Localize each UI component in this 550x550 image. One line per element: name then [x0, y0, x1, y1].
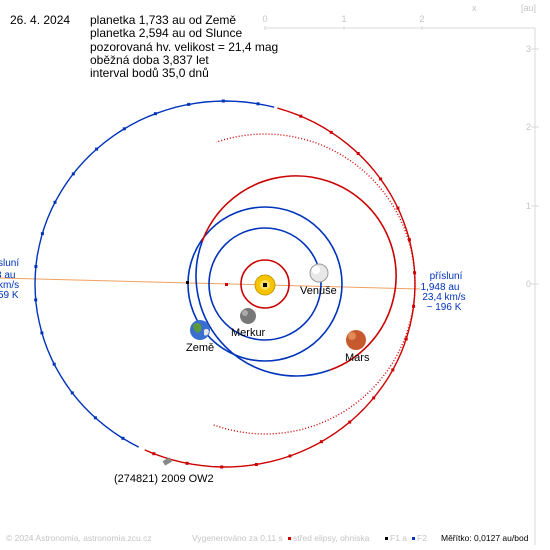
orbit-point-marker — [299, 114, 303, 118]
focus-f2-marker-icon — [412, 536, 415, 540]
orbit-point-marker — [412, 304, 416, 308]
perihelion-distance: 1,948 au — [421, 282, 460, 293]
coordinate-frame — [264, 26, 539, 545]
focus-f1-marker-icon — [385, 536, 388, 540]
orbit-point-marker — [348, 420, 352, 424]
earth-label: Země — [186, 342, 214, 354]
x-tick-label: 0 — [262, 14, 267, 24]
earth-distance-line: planetka 1,733 au od Země — [90, 13, 237, 27]
aphelion-temperature: 59 K — [0, 290, 19, 301]
orbit-point-marker — [356, 152, 360, 155]
y-tick-label: 3 — [526, 44, 531, 54]
x-axis-label: x — [472, 3, 477, 13]
orbit-point-marker — [187, 102, 191, 106]
orbit-point-marker — [221, 99, 225, 103]
mars-orbit-arc-inner — [195, 241, 331, 377]
orbit-point-marker — [413, 271, 417, 275]
center-marker-icon — [288, 536, 291, 540]
legend-center-label: střed elipsy, ohniska — [293, 533, 370, 543]
orbit-point-marker — [319, 440, 323, 444]
y-tick-label: 0 — [526, 279, 531, 289]
scale-text: Měřítko: 0,0127 au/bod — [441, 533, 529, 543]
perihelion-speed: 23,4 km/s — [422, 292, 465, 303]
aphelion-title: sluní — [0, 258, 19, 269]
mercury-orbit — [240, 259, 290, 309]
orbit-point-marker — [396, 206, 400, 210]
orbit-point-marker — [70, 391, 74, 395]
venus-label: Venuše — [300, 285, 337, 297]
y-tick-label: 2 — [526, 122, 531, 132]
orbit-point-marker — [372, 396, 376, 400]
asteroid-orbit-solid-red — [144, 107, 416, 468]
orbit-point-marker — [152, 452, 156, 456]
generated-time-text: Vygenerováno za 0,11 s — [192, 533, 283, 543]
y-axis-label: [au] — [521, 3, 536, 13]
earth-icon — [190, 320, 210, 340]
orbit-point-marker — [93, 416, 97, 420]
perihelion-temperature: ~ 196 K — [427, 302, 462, 313]
mars-orbit-arc-outer — [201, 175, 397, 371]
asteroid-label: (274821) 2009 OW2 — [114, 473, 214, 485]
asteroid-icon — [162, 457, 172, 466]
mercury-icon — [240, 308, 256, 324]
sun-icon — [254, 274, 276, 296]
legend-f1-label: F1 a — [390, 533, 408, 543]
orbit-point-marker — [329, 130, 333, 134]
orbit-point-marker — [153, 112, 157, 116]
orbit-point-marker — [407, 238, 411, 242]
mars-icon — [346, 330, 366, 350]
orbit-point-marker — [122, 127, 126, 131]
orbit-point-marker — [40, 232, 44, 236]
perihelion-title: přísluní — [430, 271, 463, 282]
y-tick-label: 1 — [526, 201, 531, 211]
orbit-point-marker — [254, 463, 258, 466]
legend-center: střed elipsy, ohniska — [288, 533, 369, 543]
legend-focus-f1: F1 a — [385, 533, 407, 543]
x-tick-label: 2 — [419, 14, 424, 24]
legend-focus-f2: F2 — [412, 533, 427, 543]
orbit-point-marker — [256, 102, 260, 106]
date-label: 26. 4. 2024 — [10, 13, 71, 27]
venus-orbit — [208, 227, 322, 341]
orbit-points — [34, 99, 417, 469]
orbit-point-marker — [185, 461, 189, 465]
orbit-point-marker — [121, 436, 125, 440]
orbit-point-marker — [40, 331, 44, 335]
apsis-line — [0, 277, 421, 290]
orbit-point-marker — [34, 265, 38, 268]
orbit-point-marker — [34, 298, 38, 302]
asteroid-orbit-dotted — [213, 133, 416, 435]
copyright-text: © 2024 Astronomia, astronomia.zcu.cz — [6, 533, 152, 543]
orbit-point-marker — [288, 454, 292, 458]
orbit-point-marker — [404, 337, 408, 341]
legend-f2-label: F2 — [417, 533, 427, 543]
orbit-point-marker — [52, 362, 56, 366]
asteroid-orbit-solid — [34, 100, 275, 448]
mars-label: Mars — [345, 352, 370, 364]
orbit-point-marker — [391, 368, 395, 372]
orbit-point-marker — [71, 172, 75, 176]
ellipse-center-dot — [225, 283, 228, 286]
aphelion-distance: 3 au — [0, 270, 15, 281]
orbit-point-marker — [220, 465, 224, 469]
period-line: oběžná doba 3,837 let — [90, 52, 209, 67]
x-tick-label: 1 — [341, 14, 346, 24]
point-interval-line: interval bodů 35,0 dnů — [90, 66, 209, 81]
focus-f1-dot — [186, 281, 189, 284]
mercury-label: Merkur — [231, 327, 266, 339]
aphelion-speed: km/s — [0, 280, 19, 291]
sun-distance-line: planetka 2,594 au od Slunce — [90, 26, 243, 41]
venus-icon — [309, 263, 329, 283]
asteroid-facts: planetka 1,733 au od Země planetka 2,594… — [90, 13, 279, 81]
orbit-point-marker — [53, 200, 57, 204]
magnitude-line: pozorovaná hv. velikost = 21,4 mag — [90, 39, 279, 54]
orbit-point-marker — [95, 147, 99, 151]
orbit-point-marker — [379, 177, 383, 181]
